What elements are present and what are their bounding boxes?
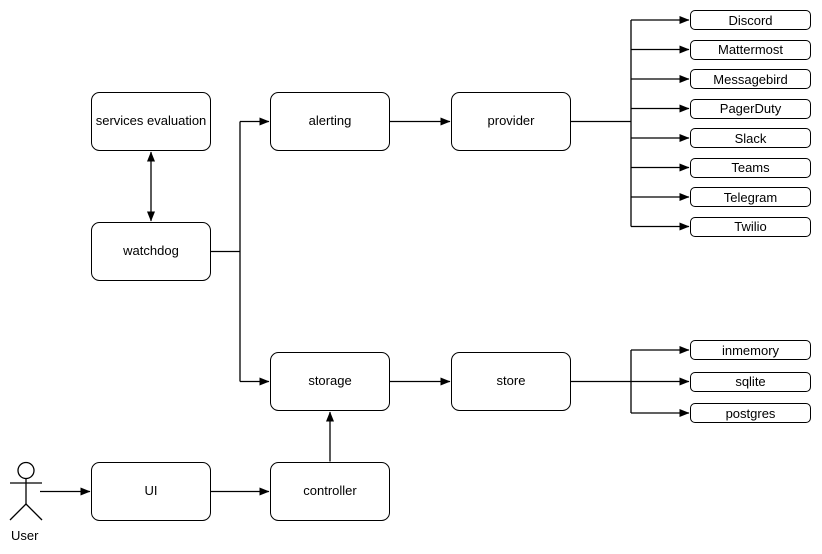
node-provider-telegram: Telegram — [690, 187, 811, 207]
node-controller: controller — [270, 462, 390, 521]
node-provider-twilio: Twilio — [690, 216, 811, 237]
node-provider-messagebird: Messagebird — [690, 69, 811, 89]
node-store-inmemory: inmemory — [690, 340, 811, 360]
node-provider-teams: Teams — [690, 157, 811, 178]
node-provider: provider — [451, 92, 571, 151]
node-alerting: alerting — [270, 92, 390, 151]
node-store-sqlite: sqlite — [690, 371, 811, 392]
node-provider-slack: Slack — [690, 128, 811, 148]
node-watchdog: watchdog — [91, 222, 211, 281]
node-provider-mattermost: Mattermost — [690, 39, 811, 60]
node-store-postgres: postgres — [690, 403, 811, 423]
node-services-evaluation: services evaluation — [91, 92, 211, 151]
node-ui: UI — [91, 462, 211, 521]
node-storage: storage — [270, 352, 390, 411]
actor-head-icon — [17, 461, 35, 480]
node-provider-pagerduty: PagerDuty — [690, 98, 811, 119]
user-actor-figure — [9, 461, 43, 521]
actor-leg-right — [25, 503, 43, 521]
node-provider-discord: Discord — [690, 10, 811, 30]
node-store: store — [451, 352, 571, 411]
actor-leg-left — [9, 503, 27, 521]
user-actor-label: User — [11, 528, 39, 543]
